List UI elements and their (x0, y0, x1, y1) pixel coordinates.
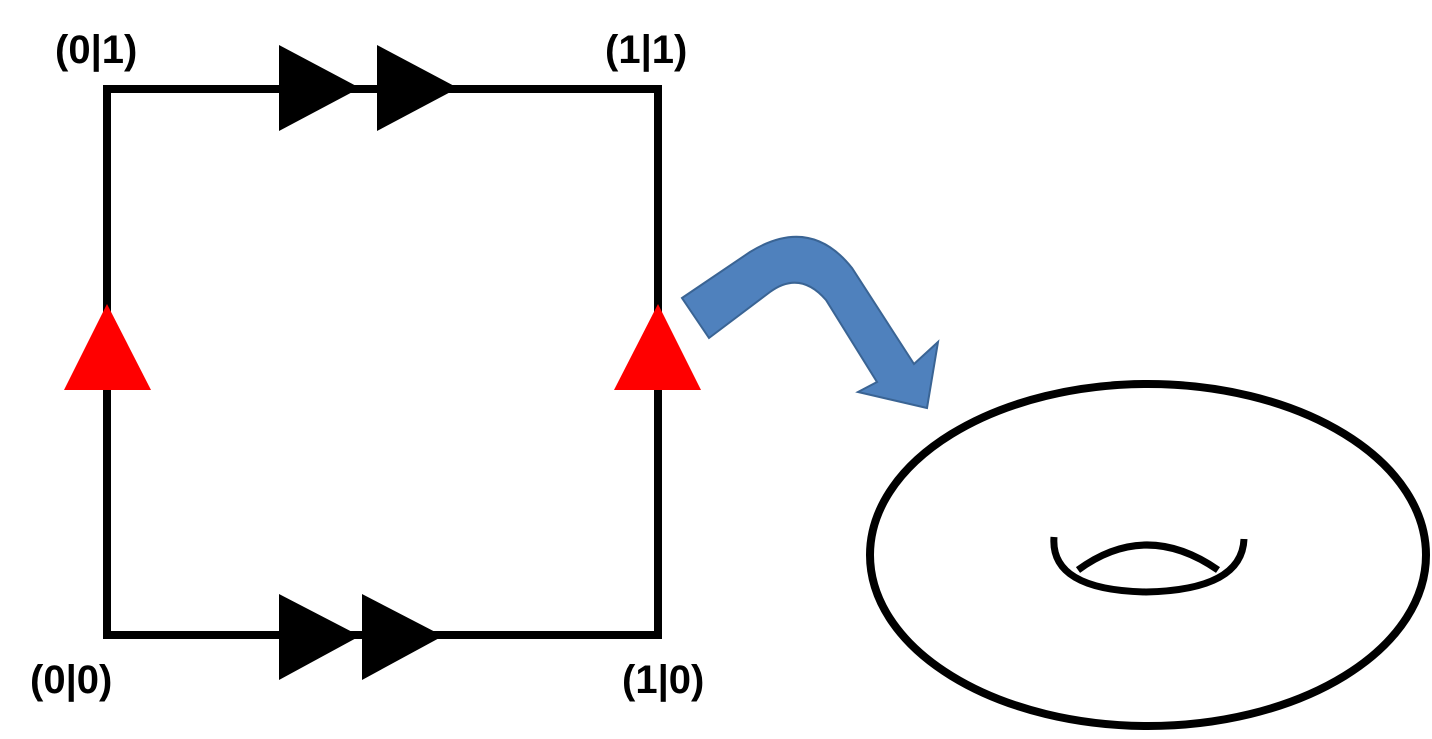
bottom-edge-arrow-2 (362, 594, 443, 680)
left-edge-arrow (64, 304, 151, 390)
corner-label-bottom-left: (0|0) (30, 658, 113, 702)
transform-arrow (680, 235, 940, 410)
corner-label-top-left: (0|1) (55, 28, 138, 72)
bottom-edge-arrow-1 (279, 594, 360, 680)
corner-label-top-right: (1|1) (605, 28, 688, 72)
torus-hole-lower (1075, 541, 1220, 573)
corner-label-bottom-right: (1|0) (622, 658, 705, 702)
top-edge-arrow-2 (377, 45, 458, 131)
torus-outline (866, 380, 1430, 730)
torus-hole-upper (1050, 536, 1248, 596)
top-edge-arrow-1 (279, 45, 360, 131)
right-edge-arrow (614, 304, 701, 390)
unit-square (103, 85, 662, 639)
